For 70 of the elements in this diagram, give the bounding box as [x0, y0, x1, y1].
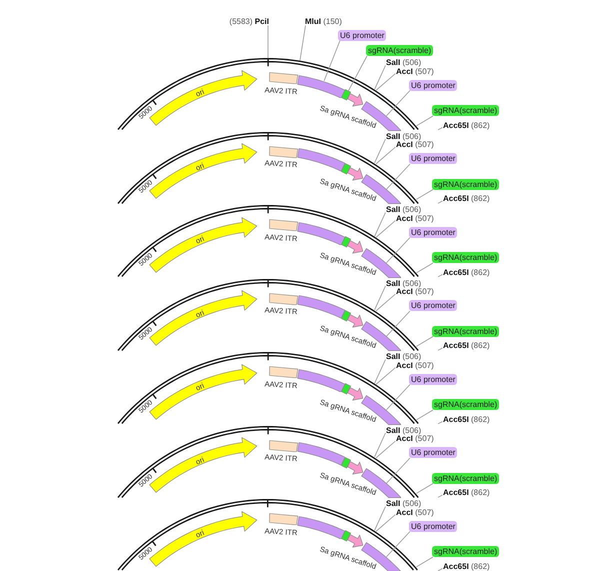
- leader-line: [376, 367, 396, 385]
- leader-line: [438, 127, 443, 130]
- feature-tag: sgRNA(scramble): [432, 252, 500, 263]
- restriction-site-label: AccI (507): [396, 434, 434, 443]
- leader-line: [386, 384, 410, 410]
- restriction-site-label: AccI (507): [396, 66, 434, 76]
- leader-line: [386, 237, 410, 264]
- leader-line: [300, 25, 306, 61]
- leader-line: [416, 116, 434, 126]
- leader-line: [374, 506, 386, 531]
- leader-line: [374, 286, 386, 310]
- leader-line: [438, 494, 443, 498]
- leader-line: [416, 410, 434, 420]
- leader-line: [438, 568, 443, 571]
- leader-line: [374, 65, 386, 90]
- restriction-site-label: SalI (506): [386, 426, 422, 434]
- feature-tag: sgRNA(scramble): [366, 45, 434, 56]
- feature-tag: U6 promoter: [338, 30, 386, 40]
- restriction-site-label: Acc65I (862): [443, 120, 490, 130]
- restriction-site-label: MluI (150): [305, 16, 342, 26]
- feature-tag: U6 promoter: [409, 374, 458, 384]
- feature-tag: U6 promoter: [409, 153, 458, 164]
- feature-tag: sgRNA(scramble): [432, 546, 500, 557]
- restriction-site-label: AccI (507): [396, 360, 434, 370]
- restriction-site-label: AccI (507): [396, 214, 434, 222]
- leader-line: [376, 440, 396, 458]
- feature-tag: U6 promoter: [409, 447, 458, 458]
- leader-line: [348, 56, 368, 92]
- restriction-site-label: AccI (507): [396, 140, 434, 149]
- leader-line: [386, 531, 410, 558]
- leader-line: [376, 146, 396, 164]
- leader-line: [376, 220, 396, 238]
- leader-line: [438, 421, 443, 424]
- feature-tag: sgRNA(scramble): [432, 178, 500, 190]
- restriction-site-label: Acc65I (862): [443, 341, 490, 350]
- leader-line: [374, 359, 386, 384]
- feature-tag: sgRNA(scramble): [432, 472, 500, 484]
- feature-tag: sgRNA(scramble): [432, 399, 500, 410]
- restriction-site-label: (5583) PciI: [229, 16, 269, 26]
- leader-line: [416, 189, 434, 200]
- restriction-site-label: SalI (506): [386, 132, 422, 140]
- leader-line: [376, 514, 396, 532]
- restriction-site-label: Acc65I (862): [443, 194, 490, 203]
- leader-line: [416, 262, 434, 274]
- leader-line: [438, 200, 443, 204]
- leader-line: [386, 90, 410, 116]
- feature-tag: U6 promoter: [409, 226, 458, 238]
- restriction-site-label: Acc65I (862): [443, 268, 490, 276]
- leader-line: [416, 336, 434, 347]
- feature-tag: sgRNA(scramble): [432, 105, 500, 116]
- restriction-site-label: SalI (506): [386, 499, 422, 508]
- restriction-site-label: Acc65I (862): [443, 414, 490, 424]
- leader-line: [376, 73, 396, 91]
- feature-tag: sgRNA(scramble): [432, 326, 500, 336]
- leader-line: [416, 483, 434, 494]
- leader-line: [438, 274, 443, 278]
- leader-line: [438, 348, 443, 351]
- leader-line: [376, 294, 396, 312]
- leader-line: [374, 138, 386, 164]
- leader-line: [416, 556, 434, 568]
- restriction-site-label: SalI (506): [386, 278, 422, 288]
- restriction-site-label: Acc65I (862): [443, 562, 490, 570]
- leader-line: [374, 432, 386, 458]
- feature-tag: U6 promoter: [409, 520, 458, 532]
- feature-tag: U6 promoter: [409, 80, 458, 90]
- restriction-site-label: Acc65I (862): [443, 488, 490, 497]
- restriction-site-label: AccI (507): [396, 287, 434, 296]
- leader-line: [374, 212, 386, 237]
- restriction-site-label: AccI (507): [396, 508, 434, 516]
- feature-tag: U6 promoter: [409, 300, 458, 311]
